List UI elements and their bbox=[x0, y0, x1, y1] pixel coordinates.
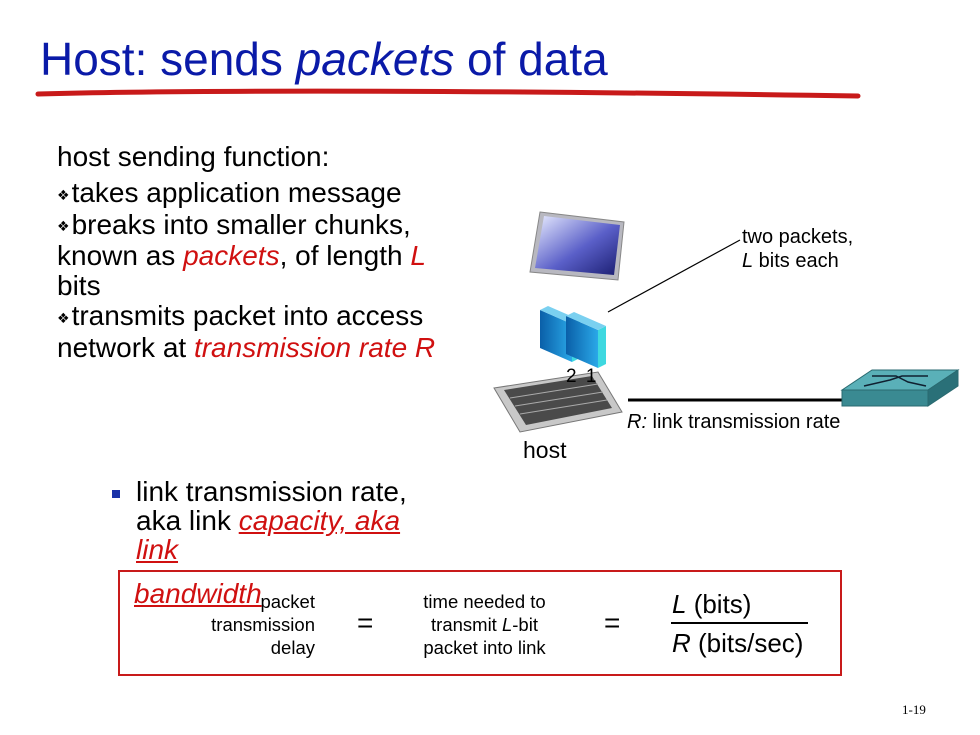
bullet-lead: host sending function: bbox=[57, 141, 330, 172]
packet-icon bbox=[566, 312, 606, 368]
diamond-bullet-icon: ❖ bbox=[57, 186, 70, 203]
equals-sign: = bbox=[357, 607, 374, 638]
callout-line bbox=[607, 239, 741, 313]
monitor-icon bbox=[529, 211, 625, 281]
page-number: 1-19 bbox=[902, 702, 926, 717]
equals-sign: = bbox=[604, 607, 621, 638]
keyboard-icon bbox=[493, 371, 623, 433]
fraction-numerator: L (bits) bbox=[672, 589, 752, 619]
packets-label: two packets,L bits each bbox=[742, 226, 854, 272]
bandwidth-text: bandwidth bbox=[134, 578, 262, 609]
slide-title: Host: sends packets of data bbox=[40, 33, 608, 85]
bullet-item: ❖takes application message bbox=[57, 177, 402, 208]
title-underline bbox=[35, 88, 861, 99]
link-rate-label: R: link transmission rate bbox=[627, 411, 841, 433]
fraction-denominator: R (bits/sec) bbox=[672, 628, 804, 658]
bullet-item: ❖transmits packet into access network at… bbox=[57, 300, 436, 363]
bullet-item: ❖breaks into smaller chunks, known as pa… bbox=[57, 208, 426, 302]
host-label: host bbox=[523, 437, 567, 463]
packet-numbers: 2 1 bbox=[566, 366, 599, 387]
diamond-bullet-icon: ❖ bbox=[57, 218, 70, 235]
formula-box bbox=[118, 570, 842, 676]
square-bullet-icon bbox=[112, 490, 120, 498]
bullet-list: host sending function: ❖takes applicatio… bbox=[57, 142, 477, 363]
network-diagram bbox=[493, 211, 960, 433]
fraction-bar bbox=[671, 622, 808, 624]
switch-icon bbox=[840, 369, 960, 407]
diamond-bullet-icon: ❖ bbox=[57, 309, 70, 326]
sub-bullet: link transmission rate, aka link capacit… bbox=[108, 477, 408, 564]
